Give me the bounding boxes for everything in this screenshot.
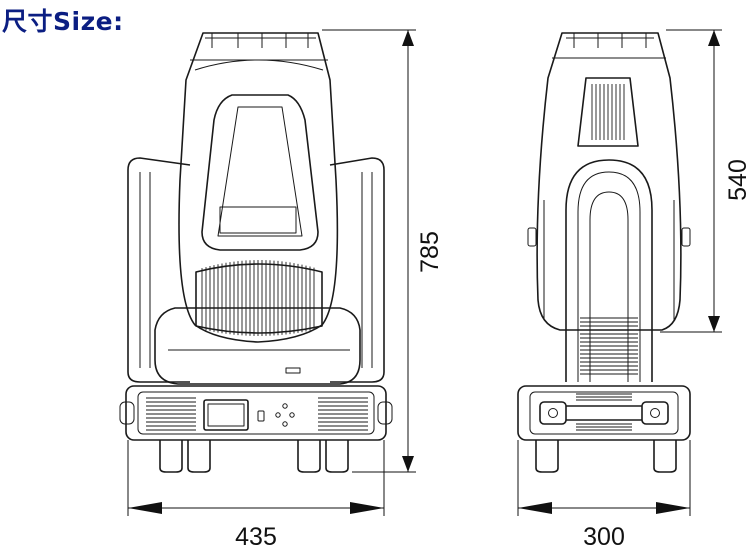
side-view <box>517 32 691 473</box>
front-view <box>119 32 393 473</box>
side-height-dimension <box>660 29 722 333</box>
front-height-dimension <box>322 29 416 473</box>
front-height-label: 785 <box>416 231 444 273</box>
side-height-label: 540 <box>724 159 750 201</box>
side-width-label: 300 <box>583 523 625 548</box>
front-width-dimension <box>127 440 385 516</box>
front-width-label: 435 <box>235 523 277 548</box>
side-width-dimension <box>517 440 691 516</box>
size-title: 尺寸Size: <box>2 7 124 36</box>
